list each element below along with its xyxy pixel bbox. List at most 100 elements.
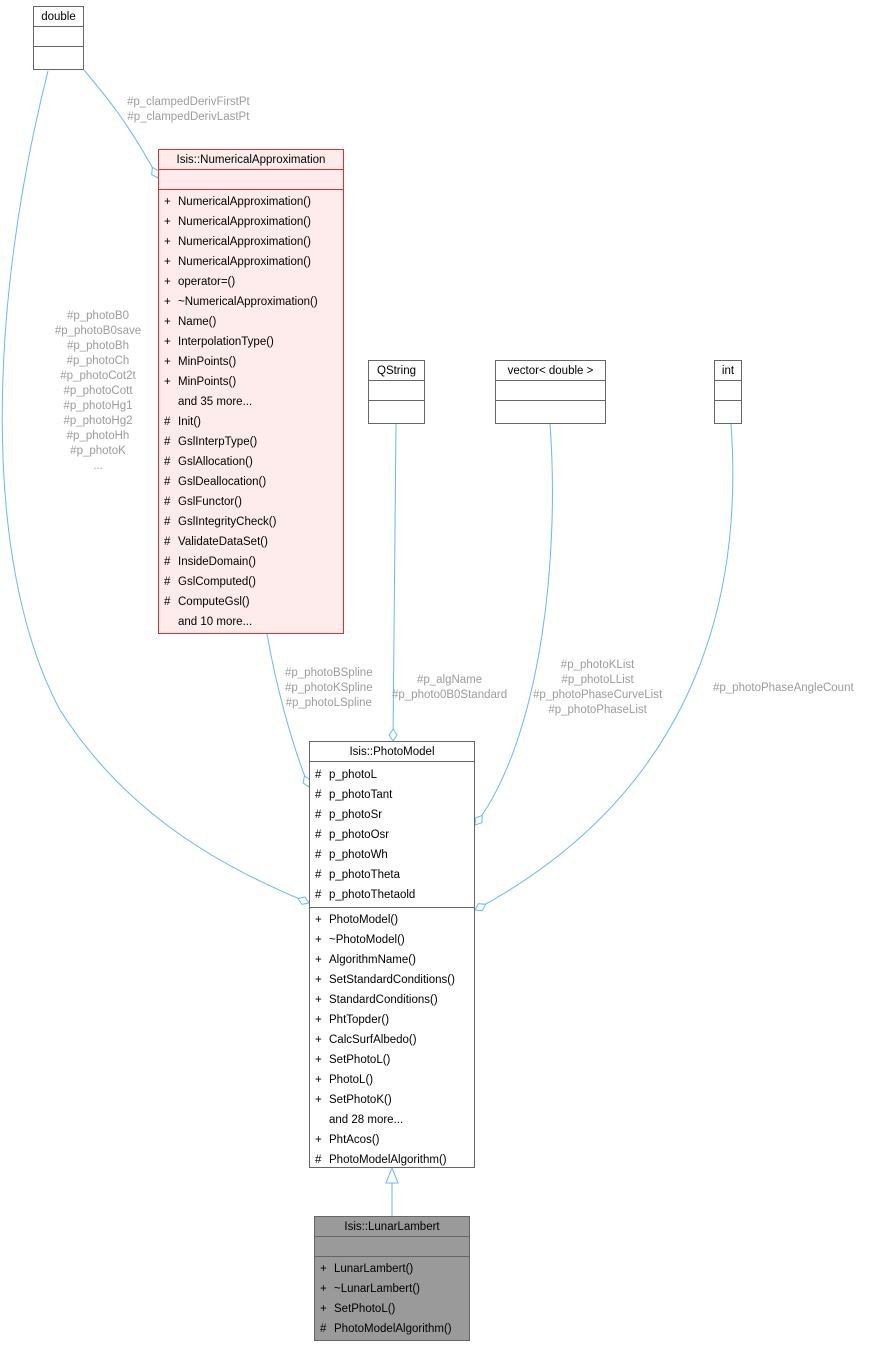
method-row[interactable]: +PhotoModel() (310, 910, 474, 930)
visibility-marker: # (164, 456, 171, 468)
method-row[interactable]: # GslDeallocation() (159, 472, 343, 492)
method-row[interactable]: +MinPoints() (159, 352, 343, 372)
method-row[interactable]: # ValidateDataSet() (159, 532, 343, 552)
member-name: p_photoThetaold (329, 889, 416, 901)
member-name: and 35 more... (178, 396, 253, 408)
method-row[interactable]: + MinPoints() (159, 372, 343, 392)
method-row[interactable]: +PhtTopder() (310, 1010, 474, 1030)
edge-label-line: #p_clampedDerivLastPt (127, 111, 250, 123)
visibility-marker: # (164, 596, 171, 608)
member-name: Init() (178, 416, 201, 428)
member-name: PhotoL() (329, 1074, 374, 1086)
class-qstring[interactable]: QString (368, 360, 425, 424)
visibility-marker: + (315, 934, 322, 946)
visibility-marker: + (315, 954, 322, 966)
member-name: PhotoModelAlgorithm() (329, 1154, 447, 1166)
member-name: operator=() (178, 276, 236, 288)
member-name: MinPoints() (178, 376, 237, 388)
method-row[interactable]: +PhotoL() (310, 1070, 474, 1090)
attribute-row[interactable]: #p_photoWh (310, 845, 474, 865)
method-row[interactable]: #InsideDomain() (159, 552, 343, 572)
class-int[interactable]: int (714, 360, 742, 424)
method-row[interactable]: +SetPhotoL() (310, 1050, 474, 1070)
edge-label-line: #p_photoKList (560, 659, 635, 671)
attribute-row[interactable]: #p_photoSr (310, 805, 474, 825)
edge-label-line: #p_photoHg2 (63, 415, 133, 427)
edge-label-line: #p_photoPhaseAngleCount (713, 682, 854, 694)
method-row[interactable]: +AlgorithmName() (310, 950, 474, 970)
attribute-row[interactable]: #p_photoL (310, 765, 474, 785)
visibility-marker (164, 392, 178, 412)
method-row[interactable]: +SetPhotoL() (315, 1299, 469, 1319)
visibility-marker: # (164, 536, 171, 548)
edge-label-line: #p_photoK (70, 445, 126, 457)
attribute-row[interactable]: #p_photoOsr (310, 825, 474, 845)
method-row[interactable]: and 10 more... (159, 612, 343, 632)
member-name: NumericalApproximation() (178, 236, 311, 248)
visibility-marker: # (315, 869, 322, 881)
method-row[interactable]: and 28 more... (310, 1110, 474, 1130)
method-row[interactable]: +SetStandardConditions() (310, 970, 474, 990)
method-row[interactable]: +CalcSurfAlbedo() (310, 1030, 474, 1050)
method-row[interactable]: +~LunarLambert() (315, 1279, 469, 1299)
method-row[interactable]: #GslFunctor() (159, 492, 343, 512)
edge-label-line: #p_photoBSpline (285, 667, 373, 679)
method-row[interactable]: +NumericalApproximation() (159, 232, 343, 252)
member-name: CalcSurfAlbedo() (329, 1034, 417, 1046)
visibility-marker: # (164, 436, 171, 448)
attribute-row[interactable]: # p_photoThetaold (310, 885, 474, 905)
method-row[interactable]: +NumericalApproximation() (159, 192, 343, 212)
method-row[interactable]: #PhotoModelAlgorithm() (315, 1319, 469, 1339)
method-row[interactable]: # ComputeGsl() (159, 592, 343, 612)
method-row[interactable]: #GslComputed() (159, 572, 343, 592)
method-row[interactable]: #GslAllocation() (159, 452, 343, 472)
method-row[interactable]: +~PhotoModel() (310, 930, 474, 950)
edge-label-double-photomodel: #p_photoB0#p_photoB0save#p_photoBh#p_pho… (48, 309, 148, 474)
method-row[interactable]: # GslInterpType() (159, 432, 343, 452)
method-row[interactable]: +operator=() (159, 272, 343, 292)
attributes-section (715, 381, 741, 401)
method-row[interactable]: +InterpolationType() (159, 332, 343, 352)
attributes-section: #p_photoL#p_photoTant#p_photoSr#p_photoO… (310, 762, 474, 908)
class-vector-double[interactable]: vector< double > (495, 360, 606, 424)
visibility-marker: + (164, 376, 171, 388)
visibility-marker: + (315, 1014, 322, 1026)
edge-double-to-photomodel (1, 70, 310, 905)
visibility-marker: # (315, 889, 322, 901)
member-name: and 10 more... (178, 616, 253, 628)
class-lunar-lambert[interactable]: Isis::LunarLambert +LunarLambert()+~Luna… (314, 1216, 470, 1341)
member-name: ValidateDataSet() (178, 536, 268, 548)
visibility-marker: # (315, 809, 322, 821)
class-photo-model[interactable]: Isis::PhotoModel #p_photoL#p_photoTant#p… (309, 741, 475, 1168)
method-row[interactable]: +Name() (159, 312, 343, 332)
method-row[interactable]: #Init() (159, 412, 343, 432)
attribute-row[interactable]: #p_photoTant (310, 785, 474, 805)
methods-section (496, 401, 605, 421)
member-name: ComputeGsl() (178, 596, 250, 608)
edge-label-line: #p_photoB0 (66, 310, 130, 322)
method-row[interactable]: +NumericalApproximation() (159, 212, 343, 232)
method-row[interactable]: +~NumericalApproximation() (159, 292, 343, 312)
method-row[interactable]: +NumericalApproximation() (159, 252, 343, 272)
method-row[interactable]: +StandardConditions() (310, 990, 474, 1010)
member-name: GslDeallocation() (178, 476, 267, 488)
method-row[interactable]: and 35 more... (159, 392, 343, 412)
edge-numerical-to-photomodel (266, 633, 312, 788)
method-row[interactable]: +PhtAcos() (310, 1130, 474, 1150)
member-name: GslInterpType() (178, 436, 258, 448)
visibility-marker: # (164, 516, 171, 528)
class-double[interactable]: double (33, 6, 84, 70)
visibility-marker: + (164, 216, 171, 228)
method-row[interactable]: #GslIntegrityCheck() (159, 512, 343, 532)
edge-label-line: #p_photoCh (66, 355, 130, 367)
attribute-row[interactable]: #p_photoTheta (310, 865, 474, 885)
method-row[interactable]: #PhotoModelAlgorithm() (310, 1150, 474, 1170)
method-row[interactable]: +LunarLambert() (315, 1259, 469, 1279)
visibility-marker: # (164, 476, 171, 488)
class-title: double (34, 7, 83, 27)
member-name: ~NumericalApproximation() (178, 296, 318, 308)
member-name: p_photoOsr (329, 829, 390, 841)
class-numerical-approximation[interactable]: Isis::NumericalApproximation +NumericalA… (158, 149, 344, 634)
method-row[interactable]: +SetPhotoK() (310, 1090, 474, 1110)
member-name: InterpolationType() (178, 336, 274, 348)
